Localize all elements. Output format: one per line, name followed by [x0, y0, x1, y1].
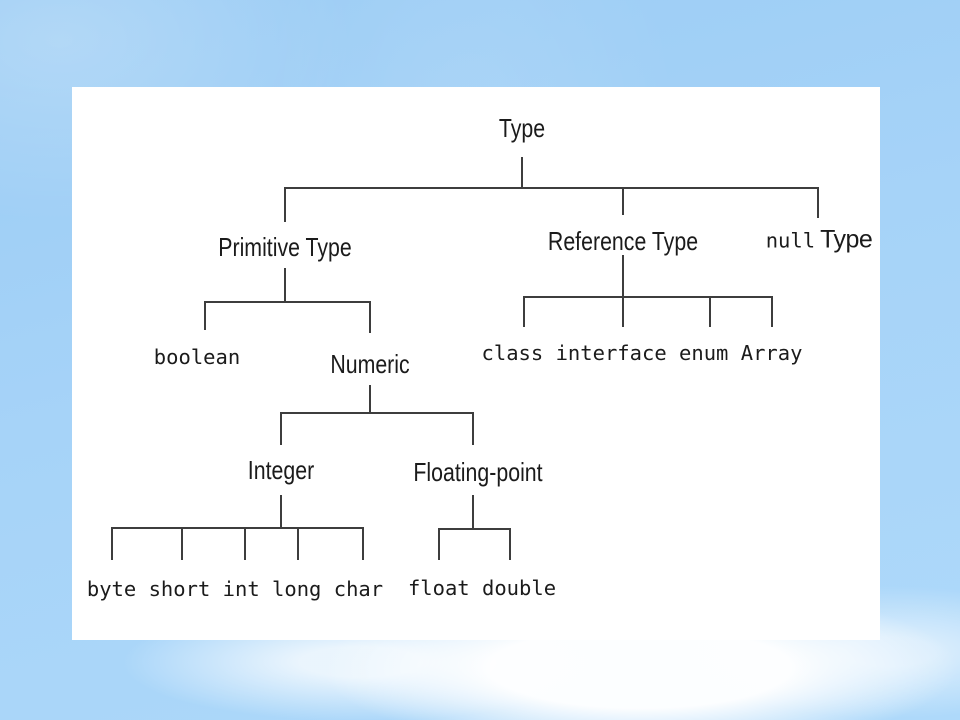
node-integer: Integer	[247, 455, 315, 485]
node-interface: interface	[555, 340, 667, 365]
node-reference-type: Reference Type	[547, 226, 699, 256]
node-short: short	[148, 576, 211, 601]
node-type: Type	[498, 113, 546, 143]
node-int: int	[222, 576, 260, 601]
null-type-suffix: Type	[820, 225, 873, 254]
node-floating-point: Floating-point	[413, 457, 543, 487]
node-array: Array	[740, 340, 803, 365]
node-char: char	[333, 576, 384, 601]
tree-connector-lines	[111, 157, 819, 560]
node-numeric: Numeric	[330, 349, 410, 379]
node-double: double	[482, 575, 557, 600]
floating-children-row: float double	[408, 578, 556, 599]
null-keyword: null	[765, 228, 816, 253]
node-long: long	[272, 576, 322, 601]
node-primitive-type: Primitive Type	[218, 232, 352, 262]
node-byte: byte	[86, 576, 137, 601]
node-enum: enum	[679, 340, 729, 365]
node-class: class	[481, 340, 544, 365]
integer-children-row: byte short int long char	[87, 579, 383, 600]
node-boolean: boolean	[153, 344, 241, 369]
reference-children-row: class interface enum Array	[482, 343, 803, 364]
node-float: float	[407, 575, 470, 600]
